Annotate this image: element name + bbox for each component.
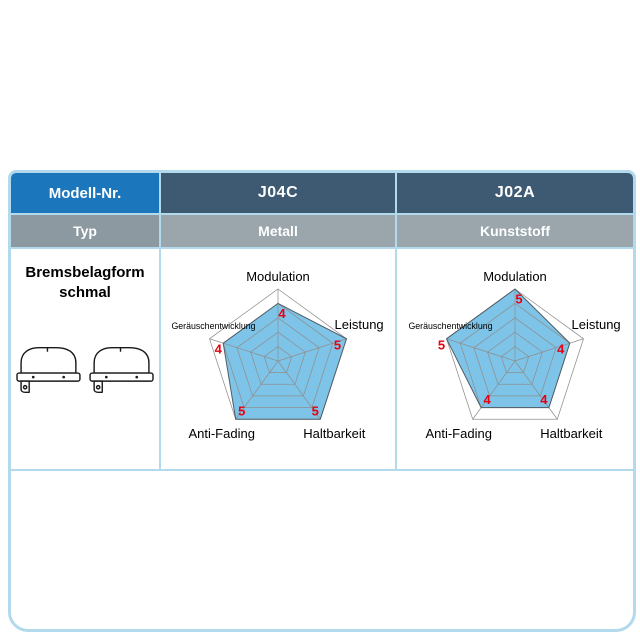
radar-data-area [223,303,347,420]
pad-shape-cell: Bremsbelagform schmal [11,249,161,471]
radar-value-label: 4 [278,306,286,321]
radar-grid-spoke [514,338,584,362]
type-row-label-text: Typ [73,223,97,239]
radar-value-label: 5 [438,337,445,352]
radar-value-label: 5 [334,337,341,352]
type-value-metall: Metall [161,215,397,249]
radar-data-outline [445,288,571,409]
type-value-kunststoff-text: Kunststoff [480,223,550,239]
type-row-label: Typ [11,215,161,249]
radar-value-label: 4 [215,342,223,357]
radar-grid-ring [263,346,293,373]
header-model-label-text: Modell-Nr. [48,184,122,202]
radar-axis-label: Modulation [483,269,547,284]
table-frame: Modell-Nr. J04C J02A Typ Metall Kunststo… [8,170,636,632]
radar-value-label: 5 [312,404,319,419]
header-model-j04c: J04C [161,173,397,215]
type-value-metall-text: Metall [258,223,298,239]
radar-axis-label: Leistung [335,317,384,332]
radar-grid-ring [487,331,543,385]
radar-axis-label: Anti-Fading [425,426,491,441]
radar-axis-label: Geräuschentwicklung [171,321,255,331]
radar-axis-label: Haltbarkeit [540,426,603,441]
brake-pad-icon-right [89,346,154,394]
type-value-kunststoff: Kunststoff [397,215,633,249]
radar-grid-spoke [472,360,516,420]
radar-data-area [446,289,570,408]
radar-axis-label: Leistung [572,317,621,332]
radar-value-label: 4 [557,342,565,357]
pad-shape-title: Bremsbelagform schmal [25,263,144,302]
radar-grid-spoke [277,360,321,420]
radar-value-label: 5 [515,292,522,307]
radar-grid-spoke [277,338,347,362]
radar-value-label: 4 [483,392,491,407]
radar-axis-label: Anti-Fading [188,426,254,441]
pad-shape-title-line2: schmal [59,283,111,301]
header-model-label: Modell-Nr. [11,173,161,215]
radar-grid-ring [500,346,530,373]
radar-grid-spoke [209,338,279,362]
radar-axis-label: Haltbarkeit [303,426,366,441]
radar-grid-spoke [235,360,279,420]
radar-grid-spoke [514,360,558,420]
brake-pad-icons [16,346,154,394]
header-model-j02a-text: J02A [494,184,536,201]
brake-pad-icon-left [16,346,81,394]
header-model-j04c-text: J04C [257,184,299,201]
header-model-j02a: J02A [397,173,633,215]
radar-grid-ring [473,317,557,397]
radar-axis-label: Modulation [246,269,310,284]
radar-grid-ring [250,331,306,385]
pad-shape-title-line1: Bremsbelagform [25,264,145,281]
comparison-table: Modell-Nr. J04C J02A Typ Metall Kunststo… [11,173,633,471]
radar-grid-ring [236,317,320,397]
radar-value-label: 5 [238,404,245,419]
radar-data-outline [222,302,348,420]
radar-value-label: 4 [540,392,548,407]
radar-grid-spoke [446,338,516,362]
radar-axis-label: Geräuschentwicklung [408,321,492,331]
